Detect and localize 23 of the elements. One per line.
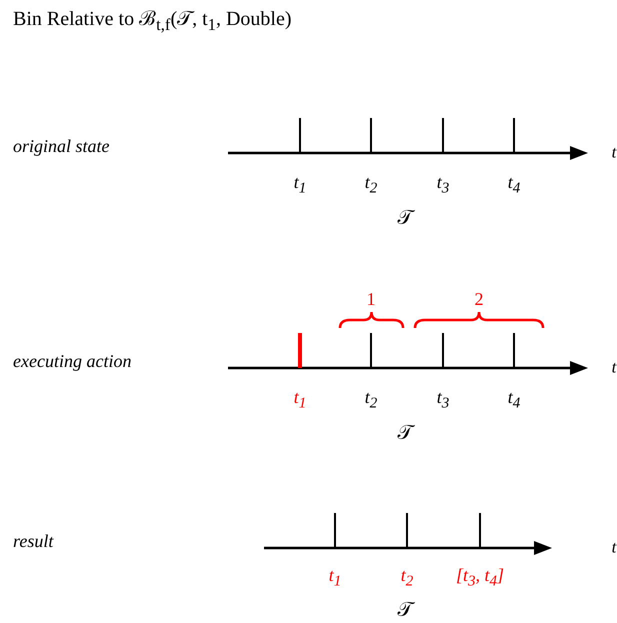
brace-label: 1: [366, 290, 376, 310]
tick-label: t$_{1}$: [294, 172, 306, 198]
set-label: 𝒯: [398, 422, 412, 444]
tick-label: t$_{3}$: [436, 388, 450, 412]
tick-label: t$_{4}$: [508, 172, 520, 198]
tick-label: t$_{2}$: [364, 172, 378, 198]
tick-label: t$_{1}$: [294, 388, 306, 412]
set-label: 𝒯: [398, 599, 412, 621]
tick-label: t$_{1}$: [328, 566, 342, 590]
tick-label: t$_{3}$: [436, 172, 450, 198]
tick-label: t$_{4}$: [508, 388, 520, 412]
axis-label: t: [612, 538, 616, 558]
row-label: executing action: [13, 352, 132, 372]
diagram-title: Bin Relative to ℬ$_{t,f}$(𝒯, t$_{1}$, Double): [13, 7, 293, 36]
axis-label: t: [612, 144, 616, 162]
set-label: 𝒯: [398, 207, 412, 229]
tick-label: t$_{2}$: [364, 388, 378, 412]
brace-label: 2: [474, 290, 484, 310]
tick-label: [t$_{3}$, t$_{4}$]: [456, 566, 504, 590]
axis-label: t: [612, 358, 616, 378]
tick-label: t$_{2}$: [400, 566, 414, 590]
row-label: original state: [13, 137, 110, 157]
row-label: result: [13, 532, 54, 552]
